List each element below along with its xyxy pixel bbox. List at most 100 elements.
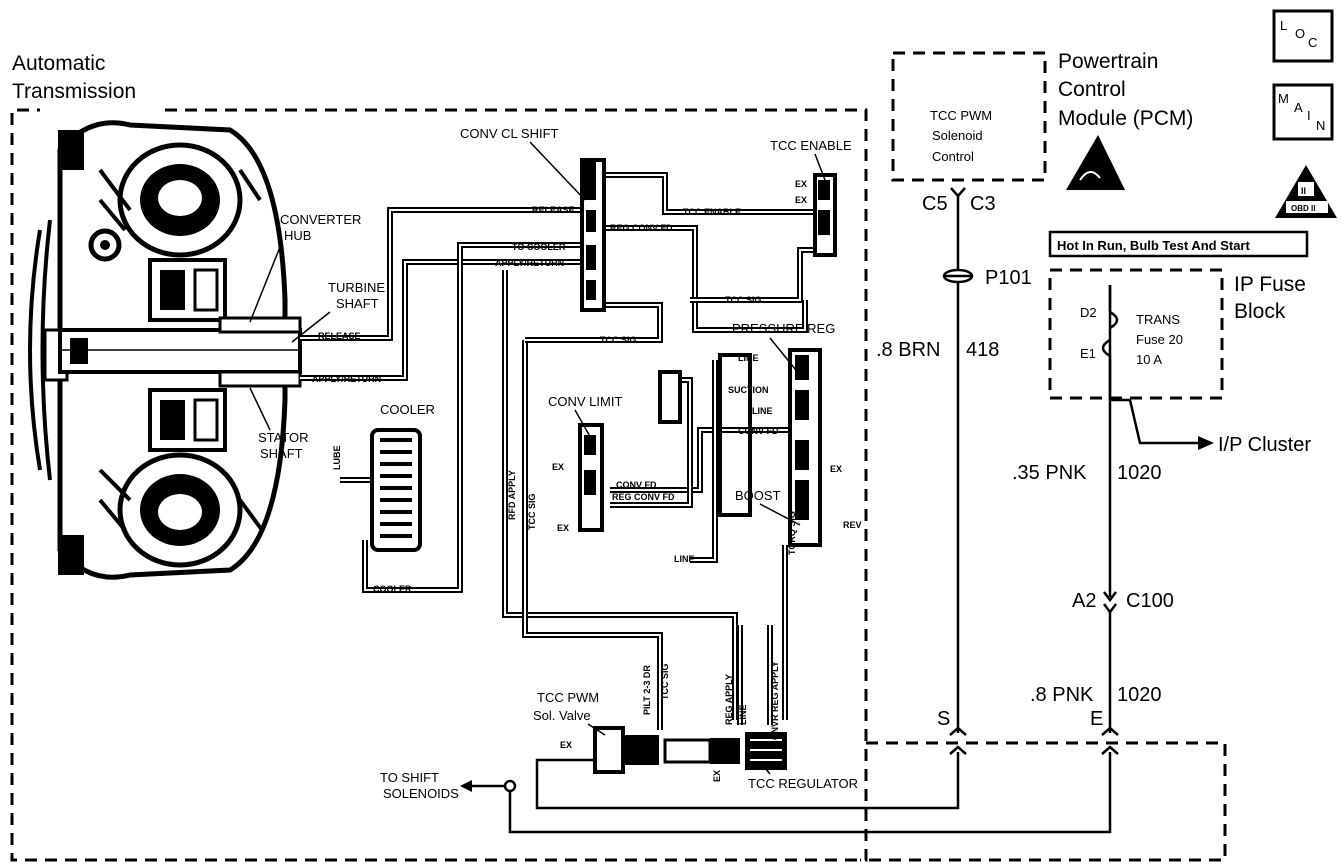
tcc-enable-label: TCC ENABLE [770,138,852,153]
converter-hub-leader [249,241,283,323]
tcc-pwm-sol-label-1: TCC PWM [537,690,599,705]
tcc-sig-vertical-label: TCC SIG [527,493,537,530]
ex-label-2: EX [795,195,807,205]
hot-label: Hot In Run, Bulb Test And Start [1057,238,1250,253]
fuse-line-1: TRANS [1136,312,1180,327]
ip-cluster-label: I/P Cluster [1218,434,1311,456]
tcc-pwm-solenoid-valve [593,726,787,774]
lube-label: LUBE [332,446,342,471]
tcc-regulator-leader [759,761,771,775]
ip-fuse-block-outline [1048,268,1224,400]
line-label-2: LINE [752,406,773,416]
cnvr-reg-apply-label: CNVR REG APPLY [770,661,780,740]
fuse-line-2: Fuse 20 [1136,332,1183,347]
wire1-gauge-label: .8 BRN [876,339,940,361]
reg-conv-fd-label: REG CONV FD [610,223,673,233]
a2-label: A2 [1072,590,1096,612]
svg-text:OBD II: OBD II [1291,204,1315,213]
svg-text:A: A [1294,100,1303,115]
pcm-title-3: Module (PCM) [1058,107,1193,130]
svg-text:L: L [1280,18,1287,33]
cooler-label: COOLER [380,402,435,417]
svg-text:II: II [1301,186,1306,196]
reg-conv-fd-2-label: REG CONV FD [612,492,675,502]
stator-shaft-leader [249,387,271,431]
converter-hub-label-2: HUB [284,228,311,243]
pcm-lower-outline [860,741,1227,862]
sol-tcc-sig-label: TCC SIG [660,663,670,700]
wire3-circuit-label: 1020 [1117,684,1162,706]
e1-label: E1 [1080,346,1096,361]
sol-ex-label-2: EX [712,770,722,782]
conv-fd-label: CONV FD [738,426,779,436]
loc-icon[interactable]: L O C [1272,9,1334,63]
line-label-3: LINE [674,554,695,564]
tcc-enable-valve [813,173,837,257]
ex-label-4: EX [552,462,564,472]
s-pin-label: S [937,708,950,730]
rfd-apply-label: RFD APPLY [507,470,517,520]
pcm-title-2: Control [1058,78,1126,101]
obd-ii-icon[interactable]: II OBD II [1275,165,1337,218]
e-pin-label: E [1090,708,1103,730]
electrical-wiring [508,187,1214,834]
conv-cl-shift-valve [580,158,606,312]
ex-label-3: EX [830,464,842,474]
tcc-sig-label: TCC SIG [600,335,637,345]
turbine-shaft-label-1: TURBINE [328,280,385,295]
c5-label: C5 [922,193,948,215]
release-label: RELEASE [532,205,575,215]
c3-label: C3 [970,193,996,215]
conv-limit-label: CONV LIMIT [548,394,622,409]
tcc-pwm-sol-label-2: Sol. Valve [533,708,591,723]
stator-shaft-label-1: STATOR [258,430,309,445]
tcc-enable-leader [814,153,826,181]
reg-apply-label: REG APPLY [724,674,734,725]
pcm-tcc-box [891,51,1047,182]
conv-fd-2-label: CONV FD [616,480,657,490]
tcc-regulator-label: TCC REGULATOR [748,776,858,791]
svg-text:N: N [1316,118,1325,133]
pressure-reg-leader [769,337,801,376]
c100-label: C100 [1126,590,1174,612]
torq-sig-label: TORQ SIG [787,511,797,555]
sol-line-label: LINE [738,704,748,725]
turbine-shaft-leader [291,311,331,343]
pcm-title-1: Powertrain [1058,50,1158,73]
cooler [370,428,422,552]
torque-converter [28,120,302,580]
svg-text:M: M [1278,91,1289,106]
pcm-box-line-2: Solenoid [932,128,983,143]
main-icon[interactable]: M A I N [1272,83,1334,141]
p101-label: P101 [985,267,1032,289]
tcc-enable-line-label: TCC ENABLE [683,207,741,217]
tcc-sig-right-label: TCC SIG [725,295,762,305]
fuse-line-3: 10 A [1136,352,1162,367]
to-shift-label-1: TO SHIFT [380,770,439,785]
to-shift-label-2: SOLENOIDS [383,786,459,801]
conv-limit-leader [574,409,593,441]
suction-label: SUCTION [728,385,769,395]
ex-label-1: EX [795,179,807,189]
transmission-outline [10,108,868,862]
pressure-reg-valve [718,348,822,547]
line-label-1: LINE [738,353,759,363]
shaft-release-label: RELEASE [318,331,361,341]
wire1-circuit-label: 418 [966,339,999,361]
pcm-box-line-3: Control [932,149,974,164]
transmission-title-1: Automatic [12,52,105,75]
pilot-label: PILT 2-3 DR [642,665,652,715]
transmission-title-2: Transmission [12,80,136,103]
hydraulic-lines [300,172,828,730]
turbine-shaft-label-2: SHAFT [336,296,379,311]
conv-cl-shift-label: CONV CL SHIFT [460,126,559,141]
esd-warning-icon [1066,135,1125,190]
sol-ex-label: EX [560,740,572,750]
svg-text:C: C [1308,35,1317,50]
ex-label-5: EX [557,523,569,533]
hot-label-box [1048,230,1309,258]
valve-apply-return-label: APPLY/RETURN [495,258,564,268]
wire2-circuit-label: 1020 [1117,462,1162,484]
to-shift-arrowhead [460,780,472,792]
splice-dot [503,779,517,793]
